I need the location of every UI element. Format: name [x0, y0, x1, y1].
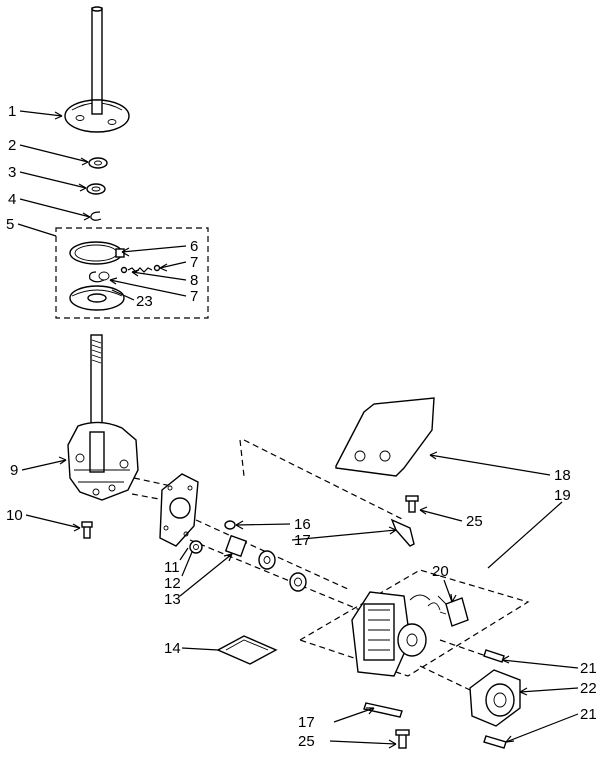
callout-2: 2 — [8, 137, 16, 154]
bolt-part — [81, 521, 93, 539]
callout-17-lower: 17 — [298, 714, 315, 731]
callout-8: 8 — [190, 272, 198, 289]
callout-5: 5 — [6, 216, 14, 233]
leader-lines — [17, 110, 579, 749]
mounting-plate-part — [159, 473, 199, 547]
brake-band-part — [69, 241, 125, 265]
washer-part — [88, 157, 108, 169]
coupling-part — [224, 534, 307, 592]
bushing-part — [189, 540, 203, 554]
callout-14: 14 — [164, 640, 181, 657]
callout-16: 16 — [294, 516, 311, 533]
callout-7-lower: 7 — [190, 288, 198, 305]
callout-18: 18 — [554, 467, 571, 484]
spring-washer-part — [86, 183, 106, 195]
callout-7-upper: 7 — [190, 254, 198, 271]
callout-labels: 1 2 3 4 5 6 7 8 7 23 9 10 11 12 13 14 16… — [6, 103, 597, 750]
callout-17-upper: 17 — [294, 532, 311, 549]
clip-part — [89, 271, 110, 283]
screw-part-16 — [224, 520, 236, 530]
callout-4: 4 — [8, 191, 16, 208]
callout-12: 12 — [164, 575, 181, 592]
motor-assembly-box — [298, 569, 530, 677]
clutch-assembly-box — [55, 227, 209, 319]
rod-part-lower — [363, 702, 403, 718]
callout-19: 19 — [554, 487, 571, 504]
retaining-ring-part — [90, 211, 102, 221]
cam-base-part — [69, 285, 125, 311]
spring-part — [120, 264, 161, 274]
pad-part — [216, 635, 278, 665]
callout-25-upper: 25 — [466, 513, 483, 530]
shield-part — [335, 397, 435, 477]
callout-20: 20 — [432, 563, 449, 580]
clip-part-lower — [483, 735, 507, 749]
clip-part-upper — [483, 649, 505, 663]
pump-part — [469, 669, 521, 727]
screw-part-lower — [395, 729, 410, 749]
callout-22: 22 — [580, 680, 597, 697]
callout-25-lower: 25 — [298, 733, 315, 750]
gearcase-part — [67, 421, 139, 501]
drive-shaft — [91, 6, 103, 111]
callout-11: 11 — [164, 559, 180, 576]
callout-21-lower: 21 — [580, 706, 597, 723]
rod-part-upper — [390, 518, 415, 547]
callout-23: 23 — [136, 293, 153, 310]
switch-part — [437, 595, 469, 627]
motor-part — [351, 591, 441, 677]
screw-part-upper — [405, 495, 419, 513]
callout-13: 13 — [164, 591, 181, 608]
callout-6: 6 — [190, 238, 198, 255]
callout-21-upper: 21 — [580, 660, 597, 677]
callout-1: 1 — [8, 103, 16, 120]
callout-9: 9 — [10, 462, 18, 479]
callout-10: 10 — [6, 507, 23, 524]
callout-3: 3 — [8, 164, 16, 181]
hub-cam-part — [64, 99, 130, 133]
